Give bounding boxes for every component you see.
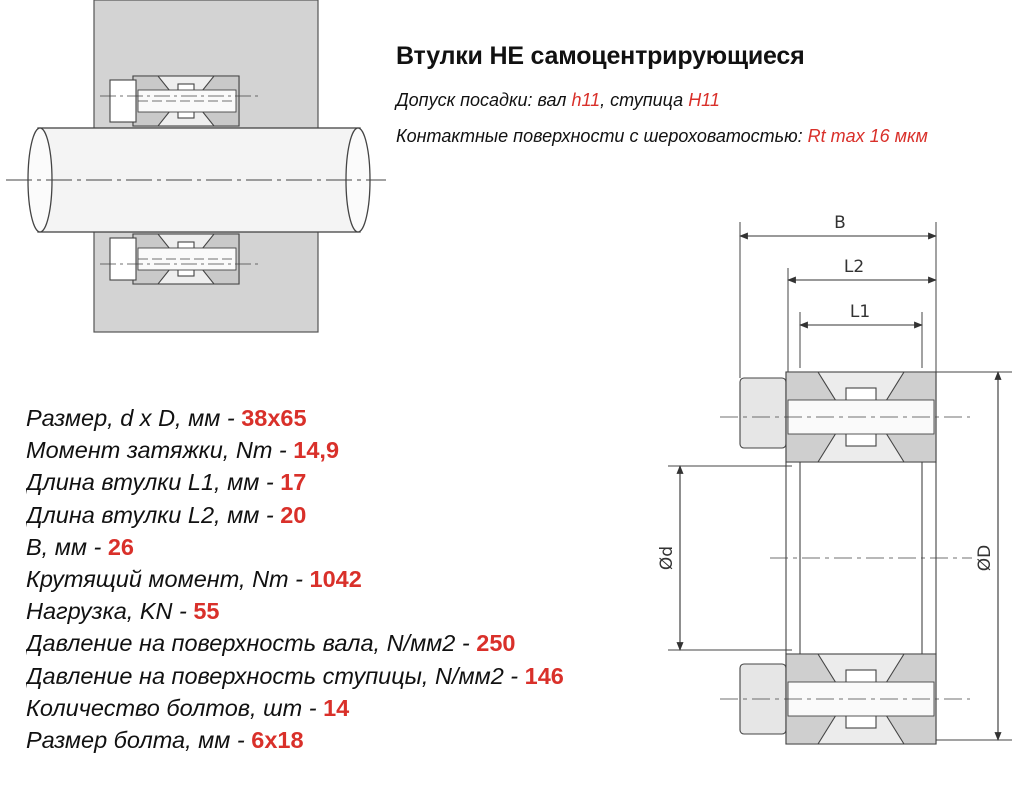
spec-value: 26 [107, 533, 134, 560]
spec-row-length-l1: Длина втулки L1, мм - 17 [26, 466, 638, 498]
fit-tolerance-line: Допуск посадки: вал h11, ступица H11 [396, 90, 720, 111]
spec-row-bolt-size: Размер болта, мм - 6x18 [26, 724, 638, 756]
upper-ring-section [720, 371, 970, 463]
spec-row-torque: Крутящий момент, Nm - 1042 [26, 563, 638, 595]
spec-row-hub-pressure: Давление на поверхность ступицы, N/мм2 -… [26, 660, 638, 692]
spec-value: 55 [193, 598, 220, 625]
dim-d-label: Ød [657, 546, 677, 570]
roughness-line: Контактные поверхности с шероховатостью:… [396, 126, 928, 147]
spec-value: 1042 [309, 565, 362, 592]
roughness-value: Rt max 16 мкм [807, 126, 928, 146]
dim-b-label: B [834, 213, 846, 233]
assembly-drawing [6, 0, 386, 333]
shaft [6, 127, 386, 233]
lower-ring-section [720, 653, 970, 745]
roughness-prefix: Контактные поверхности с шероховатостью: [396, 126, 808, 146]
dim-l1-label: L1 [850, 302, 870, 322]
dim-l2-label: L2 [844, 257, 864, 277]
spec-label: Длина втулки L1, мм - [26, 469, 281, 496]
spec-list: Размер, d x D, мм - 38x65 Момент затяжки… [26, 402, 638, 756]
spec-value: 14 [323, 694, 350, 721]
spec-label: B, мм - [26, 533, 108, 560]
cross-section-drawing: B L2 L1 Ød ØD [657, 213, 1012, 745]
spec-value: 14,9 [293, 437, 340, 464]
spec-value: 20 [280, 501, 307, 528]
spec-row-shaft-pressure: Давление на поверхность вала, N/мм2 - 25… [26, 627, 638, 659]
spec-row-bolt-count: Количество болтов, шт - 14 [26, 692, 638, 724]
dim-outer-d-label: ØD [975, 545, 995, 571]
spec-row-length-l2: Длина втулки L2, мм - 20 [26, 499, 638, 531]
fit-shaft-value: h11 [571, 90, 601, 110]
upper-locking-assembly [100, 75, 260, 127]
spec-value: 17 [280, 469, 307, 496]
spec-row-size: Размер, d x D, мм - 38x65 [26, 402, 638, 434]
fit-middle: , ступица [600, 90, 689, 110]
spec-row-b: B, мм - 26 [26, 531, 638, 563]
spec-label: Длина втулки L2, мм - [26, 501, 281, 528]
spec-value: 250 [476, 630, 516, 657]
spec-value: 6x18 [251, 726, 304, 753]
spec-label: Крутящий момент, Nm - [26, 565, 310, 592]
spec-label: Размер, d x D, мм - [26, 405, 242, 431]
fit-hub-value: H11 [688, 90, 720, 110]
fit-prefix: Допуск посадки: вал [396, 90, 572, 110]
spec-row-load: Нагрузка, KN - 55 [26, 595, 638, 627]
spec-value: 38x65 [241, 405, 307, 431]
spec-label: Размер болта, мм - [26, 726, 252, 753]
lower-locking-assembly [100, 233, 260, 285]
spec-label: Давление на поверхность вала, N/мм2 - [26, 630, 477, 657]
spec-row-tightening-torque: Момент затяжки, Nm - 14,9 [26, 434, 638, 466]
spec-label: Количество болтов, шт - [26, 694, 324, 721]
spec-label: Нагрузка, KN - [26, 598, 194, 625]
spec-label: Момент затяжки, Nm - [26, 437, 294, 464]
spec-label: Давление на поверхность ступицы, N/мм2 - [26, 662, 525, 689]
page-title: Втулки НЕ самоцентрирующиеся [396, 42, 805, 70]
spec-value: 146 [524, 662, 564, 689]
